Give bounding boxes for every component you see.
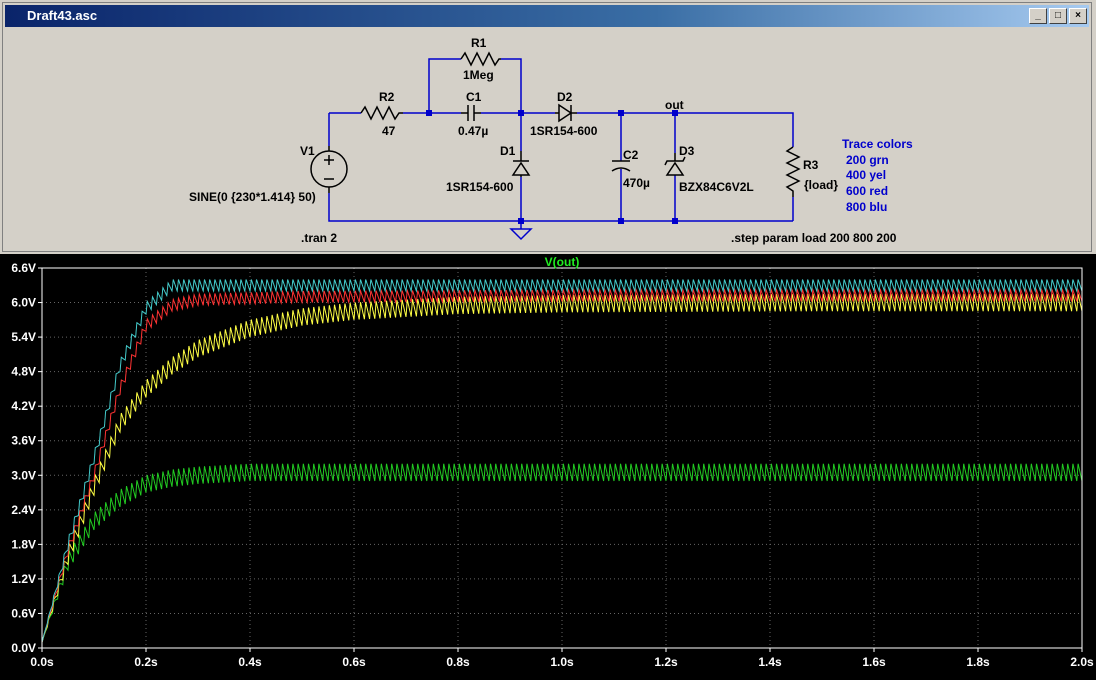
minimize-button[interactable]: _: [1029, 8, 1047, 24]
x-tick-label: 0.2s: [134, 655, 158, 669]
plot-title[interactable]: V(out): [545, 255, 580, 269]
r3-symbol[interactable]: [785, 146, 801, 197]
x-tick-label: 1.2s: [654, 655, 678, 669]
r3-name: R3: [803, 158, 819, 172]
plot-frame: [41, 267, 1083, 649]
schematic-canvas[interactable]: R1 1Meg R2 47 C1 0.47µ D2 1SR154-600 out…: [7, 29, 1087, 249]
window-titlebar[interactable]: Draft43.asc _ □ ×: [5, 5, 1089, 27]
y-tick-label: 3.6V: [11, 434, 36, 448]
c2-name: C2: [623, 148, 639, 162]
r1-name: R1: [471, 36, 487, 50]
c2-symbol[interactable]: [611, 160, 631, 172]
d3-name: D3: [679, 144, 695, 158]
y-tick-label: 1.8V: [11, 537, 36, 551]
r3-value: {load}: [804, 178, 838, 192]
window-title: Draft43.asc: [27, 8, 98, 23]
d3-value: BZX84C6V2L: [679, 180, 754, 194]
trace-colors-comment[interactable]: Trace colors 200 grn 400 yel 600 red 800…: [842, 137, 913, 214]
trace-colors-line: 600 red: [846, 184, 888, 198]
x-tick-label: 0.4s: [238, 655, 262, 669]
plot-traces: [41, 279, 1083, 643]
schematic-window: Draft43.asc _ □ ×: [2, 2, 1092, 252]
y-tick-label: 5.4V: [11, 330, 36, 344]
x-tick-label: 1.0s: [550, 655, 574, 669]
d1-name: D1: [500, 144, 516, 158]
v1-name: V1: [300, 144, 315, 158]
trace-line: [41, 288, 1083, 643]
c1-value: 0.47µ: [458, 124, 488, 138]
net-label-out: out: [665, 98, 684, 112]
c1-name: C1: [466, 90, 482, 104]
y-tick-label: 1.2V: [11, 572, 36, 586]
ground-symbol: [509, 228, 533, 241]
restore-button[interactable]: □: [1049, 8, 1067, 24]
x-tick-label: 1.8s: [966, 655, 990, 669]
trace-line: [41, 293, 1083, 643]
v1-symbol[interactable]: [310, 146, 348, 193]
d2-symbol[interactable]: [555, 103, 577, 123]
waveform-window[interactable]: 0.0V 0.6V 1.2V 1.8V 2.4V 3.0V 3.6V 4.2V 4.8V 5.4V…: [0, 254, 1096, 680]
x-tick-label: 1.4s: [758, 655, 782, 669]
x-tick-label: 0.0s: [30, 655, 54, 669]
step-directive[interactable]: .step param load 200 800 200: [731, 231, 897, 245]
r2-symbol[interactable]: [360, 105, 403, 121]
d3-symbol[interactable]: [664, 153, 686, 176]
plot-grid: [41, 267, 1083, 649]
r2-name: R2: [379, 90, 395, 104]
y-tick-label: 0.0V: [11, 641, 36, 655]
waveform-plot[interactable]: 0.0V 0.6V 1.2V 1.8V 2.4V 3.0V 3.6V 4.2V 4.8V 5.4V…: [0, 254, 1096, 680]
trace-colors-line: 400 yel: [846, 168, 886, 182]
c1-symbol[interactable]: [461, 105, 481, 121]
d1-symbol[interactable]: [511, 151, 531, 177]
close-button[interactable]: ×: [1069, 8, 1087, 24]
tran-directive[interactable]: .tran 2: [301, 231, 337, 245]
r2-value: 47: [382, 124, 396, 138]
y-tick-label: 4.8V: [11, 365, 36, 379]
y-tick-label: 4.2V: [11, 399, 36, 413]
x-tick-label: 1.6s: [862, 655, 886, 669]
v1-value: SINE(0 {230*1.414} 50): [189, 190, 316, 204]
y-tick-label: 6.6V: [11, 261, 36, 275]
y-axis-ticks: 0.0V 0.6V 1.2V 1.8V 2.4V 3.0V 3.6V 4.2V 4.8V 5.4V…: [11, 261, 42, 655]
d2-value: 1SR154-600: [530, 124, 598, 138]
y-tick-label: 0.6V: [11, 606, 36, 620]
r1-value: 1Meg: [463, 68, 494, 82]
trace-line: [41, 279, 1083, 643]
trace-colors-line: 200 grn: [846, 153, 889, 167]
r1-symbol[interactable]: [460, 51, 501, 67]
y-tick-label: 3.0V: [11, 468, 36, 482]
d2-name: D2: [557, 90, 573, 104]
x-tick-label: 2.0s: [1070, 655, 1094, 669]
c2-value: 470µ: [623, 176, 650, 190]
x-axis-ticks: 0.0s 0.2s 0.4s 0.6s 0.8s 1.0s 1.2s 1.4s 1.6s 1.8s…: [30, 648, 1094, 669]
x-tick-label: 0.6s: [342, 655, 366, 669]
trace-colors-title: Trace colors: [842, 137, 913, 151]
x-tick-label: 0.8s: [446, 655, 470, 669]
y-tick-label: 6.0V: [11, 296, 36, 310]
y-tick-label: 2.4V: [11, 503, 36, 517]
trace-colors-line: 800 blu: [846, 200, 887, 214]
trace-line: [41, 463, 1083, 643]
d1-value: 1SR154-600: [446, 180, 514, 194]
